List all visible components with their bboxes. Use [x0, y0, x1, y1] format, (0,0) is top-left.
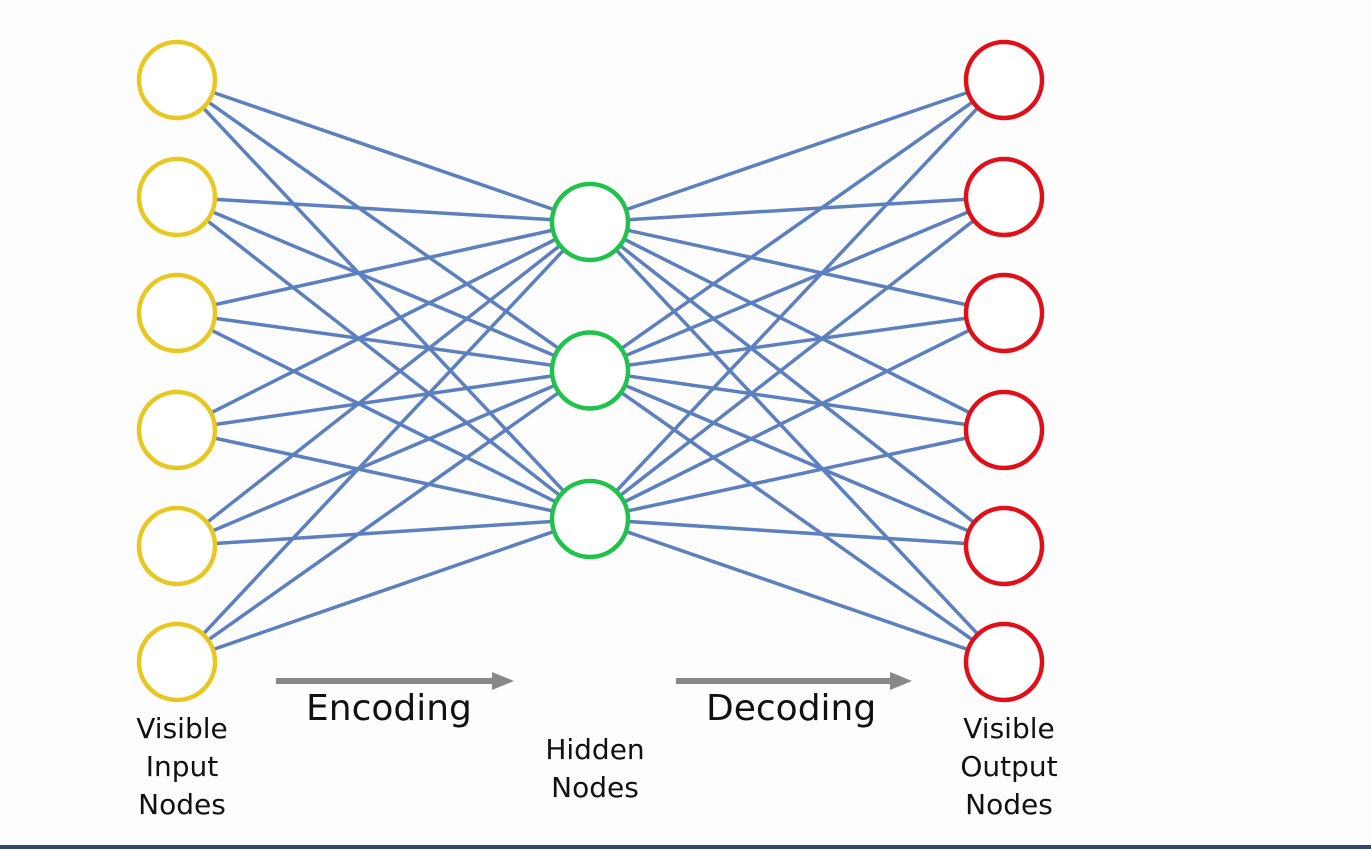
- connection-edge: [589, 311, 1005, 521]
- output-node: [963, 156, 1045, 238]
- decoding-label: Decoding: [706, 688, 877, 729]
- connections: [175, 78, 1006, 664]
- input-node: [136, 156, 218, 238]
- input-node: [136, 39, 218, 121]
- label-line: Visible: [963, 712, 1055, 745]
- connection-edge: [589, 428, 1005, 521]
- connection-edge: [589, 311, 1005, 373]
- connection-edge: [588, 220, 1006, 664]
- output-node: [963, 505, 1045, 587]
- output-layer-label: Visible Output Nodes: [929, 710, 1089, 824]
- connection-edge: [589, 220, 1005, 432]
- connection-edge: [176, 78, 591, 224]
- connection-edge: [175, 220, 592, 664]
- hidden-node: [549, 330, 631, 411]
- connection-edge: [175, 78, 592, 521]
- input-node: [136, 272, 218, 354]
- input-node: [136, 505, 218, 587]
- output-node: [963, 389, 1045, 471]
- encoding-arrow: [276, 672, 514, 690]
- label-line: Nodes: [551, 771, 639, 804]
- connection-edge: [175, 195, 592, 521]
- label-line: Input: [145, 750, 219, 783]
- connection-edge: [175, 369, 592, 664]
- connection-edge: [589, 78, 1005, 224]
- connection-edge: [176, 311, 591, 521]
- connection-edge: [176, 195, 591, 224]
- connection-edge: [176, 311, 591, 373]
- connection-edge: [589, 220, 1005, 315]
- connection-edge: [176, 428, 591, 521]
- connection-edge: [175, 78, 592, 372]
- input-node: [136, 389, 218, 471]
- bottom-divider: [0, 845, 1371, 849]
- hidden-node: [549, 181, 631, 263]
- connection-edge: [589, 517, 1005, 664]
- hidden-layer-label: Hidden Nodes: [515, 731, 675, 807]
- connection-edge: [589, 195, 1005, 373]
- label-line: Visible: [136, 712, 228, 745]
- connection-edge: [589, 517, 1005, 548]
- label-line: Output: [960, 750, 1058, 783]
- input-node: [136, 621, 218, 703]
- output-node: [963, 272, 1045, 354]
- connection-edge: [175, 220, 592, 548]
- label-line: Hidden: [545, 733, 645, 766]
- hidden-node: [549, 478, 631, 560]
- connection-edge: [176, 517, 591, 664]
- label-line: Nodes: [965, 788, 1053, 821]
- connection-edge: [589, 368, 1005, 432]
- output-node: [963, 39, 1045, 121]
- label-line: Nodes: [138, 788, 226, 821]
- connection-edge: [176, 368, 591, 432]
- connection-edge: [176, 195, 591, 373]
- connection-edge: [588, 220, 1006, 548]
- connection-edge: [176, 220, 591, 315]
- connection-edge: [588, 78, 1006, 372]
- output-node: [963, 621, 1045, 703]
- connection-edge: [176, 368, 591, 548]
- connection-edge: [588, 78, 1006, 521]
- connection-edge: [588, 369, 1006, 664]
- connection-edge: [589, 368, 1005, 548]
- decoding-arrow: [676, 672, 912, 690]
- connection-edge: [176, 220, 591, 432]
- nodes: [136, 39, 1045, 703]
- encoding-label: Encoding: [306, 688, 472, 729]
- input-layer-label: Visible Input Nodes: [102, 710, 262, 824]
- connection-edge: [176, 517, 591, 548]
- connection-edge: [589, 195, 1005, 224]
- connection-edge: [588, 195, 1006, 521]
